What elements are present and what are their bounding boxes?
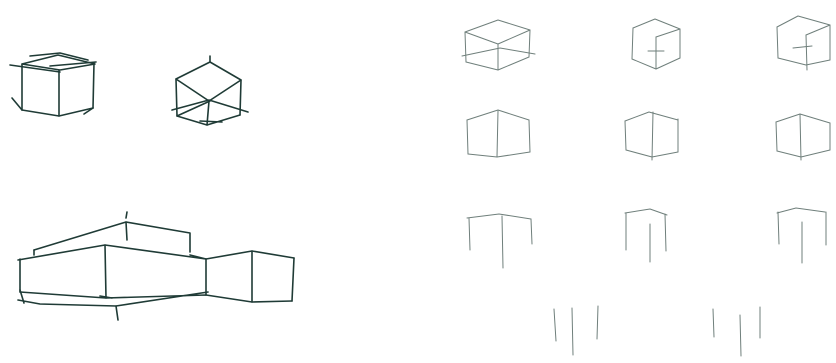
sketch-sheet [0,0,836,363]
paper-background [0,0,836,363]
